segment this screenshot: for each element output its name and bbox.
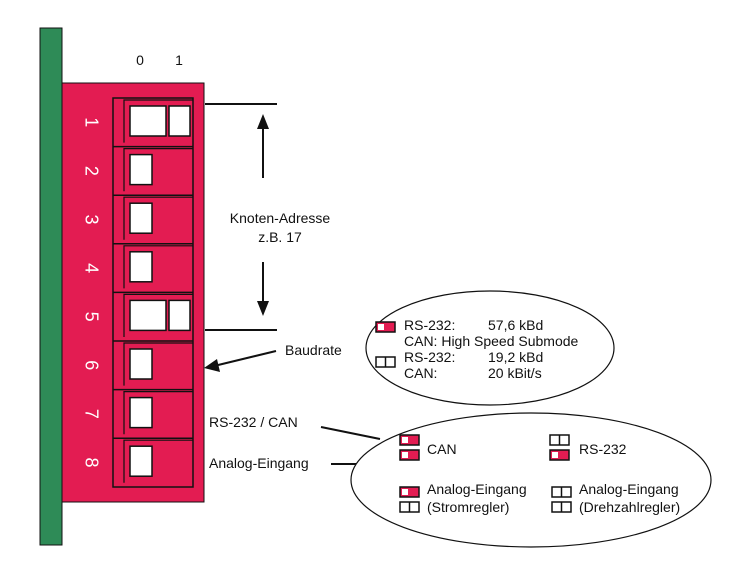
can-option-label: CAN <box>427 441 457 457</box>
dip-switch-5[interactable]: 5 <box>81 291 193 337</box>
dip-switch-3[interactable]: 3 <box>81 194 193 240</box>
analog-current-switch-icon <box>399 486 420 513</box>
rs232-switch-icon <box>549 434 570 461</box>
switch-slot <box>123 245 193 289</box>
analog-speed-line1: Analog-Eingang <box>579 481 679 497</box>
column-label-1: 1 <box>175 52 183 68</box>
dip-switch-6[interactable]: 6 <box>81 340 193 386</box>
switch-rows: 1 2 3 4 5 6 7 8 <box>81 99 193 483</box>
can-switch-icon <box>399 434 420 461</box>
switch-slider <box>129 153 153 186</box>
mode-legend-ellipse <box>350 412 712 548</box>
rs232-can-label: RS-232 / CAN <box>209 414 298 430</box>
switch-icon-off <box>375 356 396 368</box>
baudrate-arrow-line <box>213 350 277 367</box>
switch-slider <box>129 202 153 234</box>
dip-switch-4[interactable]: 4 <box>81 243 193 289</box>
baud-low-can-key: CAN: <box>404 365 437 381</box>
rs232-option-label: RS-232 <box>579 441 627 457</box>
switch-slot <box>123 99 193 143</box>
analog-label: Analog-Eingang <box>209 455 309 471</box>
column-label-0: 0 <box>136 52 144 68</box>
switch-number-label: 8 <box>81 457 101 467</box>
switch-slider <box>129 251 153 283</box>
switch-slot <box>123 196 193 240</box>
switch-slider-right <box>168 299 191 332</box>
switch-number-label: 4 <box>81 263 101 273</box>
dip-switch-7[interactable]: 7 <box>81 388 193 435</box>
switch-slider <box>129 299 167 332</box>
baud-high-value: 57,6 kBd <box>488 317 543 333</box>
rs232-can-line <box>320 426 381 440</box>
baud-low-can-value: 20 kBit/s <box>488 365 542 381</box>
switch-number-label: 5 <box>81 312 101 322</box>
switch-slider <box>129 396 153 429</box>
analog-speed-switch-icon <box>551 486 572 513</box>
node-address-example: z.B. 17 <box>258 229 302 245</box>
arrow-down-head <box>257 301 269 316</box>
switch-icon-on <box>375 321 396 333</box>
switch-slot <box>123 391 193 435</box>
switch-slider <box>129 348 153 380</box>
baudrate-arrow-head <box>204 359 220 372</box>
dip-switch-2[interactable]: 2 <box>81 145 193 192</box>
switch-number-label: 1 <box>81 117 101 127</box>
baud-high-key: RS-232: <box>404 317 455 333</box>
baud-low-key: RS-232: <box>404 349 455 365</box>
analog-current-line1: Analog-Eingang <box>427 481 527 497</box>
switch-slot <box>123 342 193 386</box>
arrow-up-head <box>257 114 269 129</box>
switch-slider-right <box>168 105 191 137</box>
switch-number-label: 7 <box>81 409 101 419</box>
node-address-label: Knoten-Adresse <box>230 210 331 226</box>
dip-switch-8[interactable]: 8 <box>81 437 193 483</box>
switch-slot <box>123 293 193 337</box>
switch-slider <box>129 105 167 137</box>
analog-speed-line2: (Drehzahlregler) <box>579 499 680 515</box>
mounting-rail <box>39 27 63 546</box>
switch-slot <box>123 148 193 192</box>
switch-number-label: 2 <box>81 166 101 176</box>
dip-switch-1[interactable]: 1 <box>81 99 193 143</box>
switch-number-label: 3 <box>81 214 101 224</box>
analog-current-line2: (Stromregler) <box>427 499 509 515</box>
switch-slider <box>129 445 153 477</box>
switch-slot <box>123 439 193 483</box>
switch-number-label: 6 <box>81 360 101 370</box>
baudrate-label: Baudrate <box>285 342 342 358</box>
baud-high-can: CAN: High Speed Submode <box>404 333 579 349</box>
baudrate-legend-ellipse <box>365 290 615 406</box>
baud-low-value: 19,2 kBd <box>488 349 543 365</box>
